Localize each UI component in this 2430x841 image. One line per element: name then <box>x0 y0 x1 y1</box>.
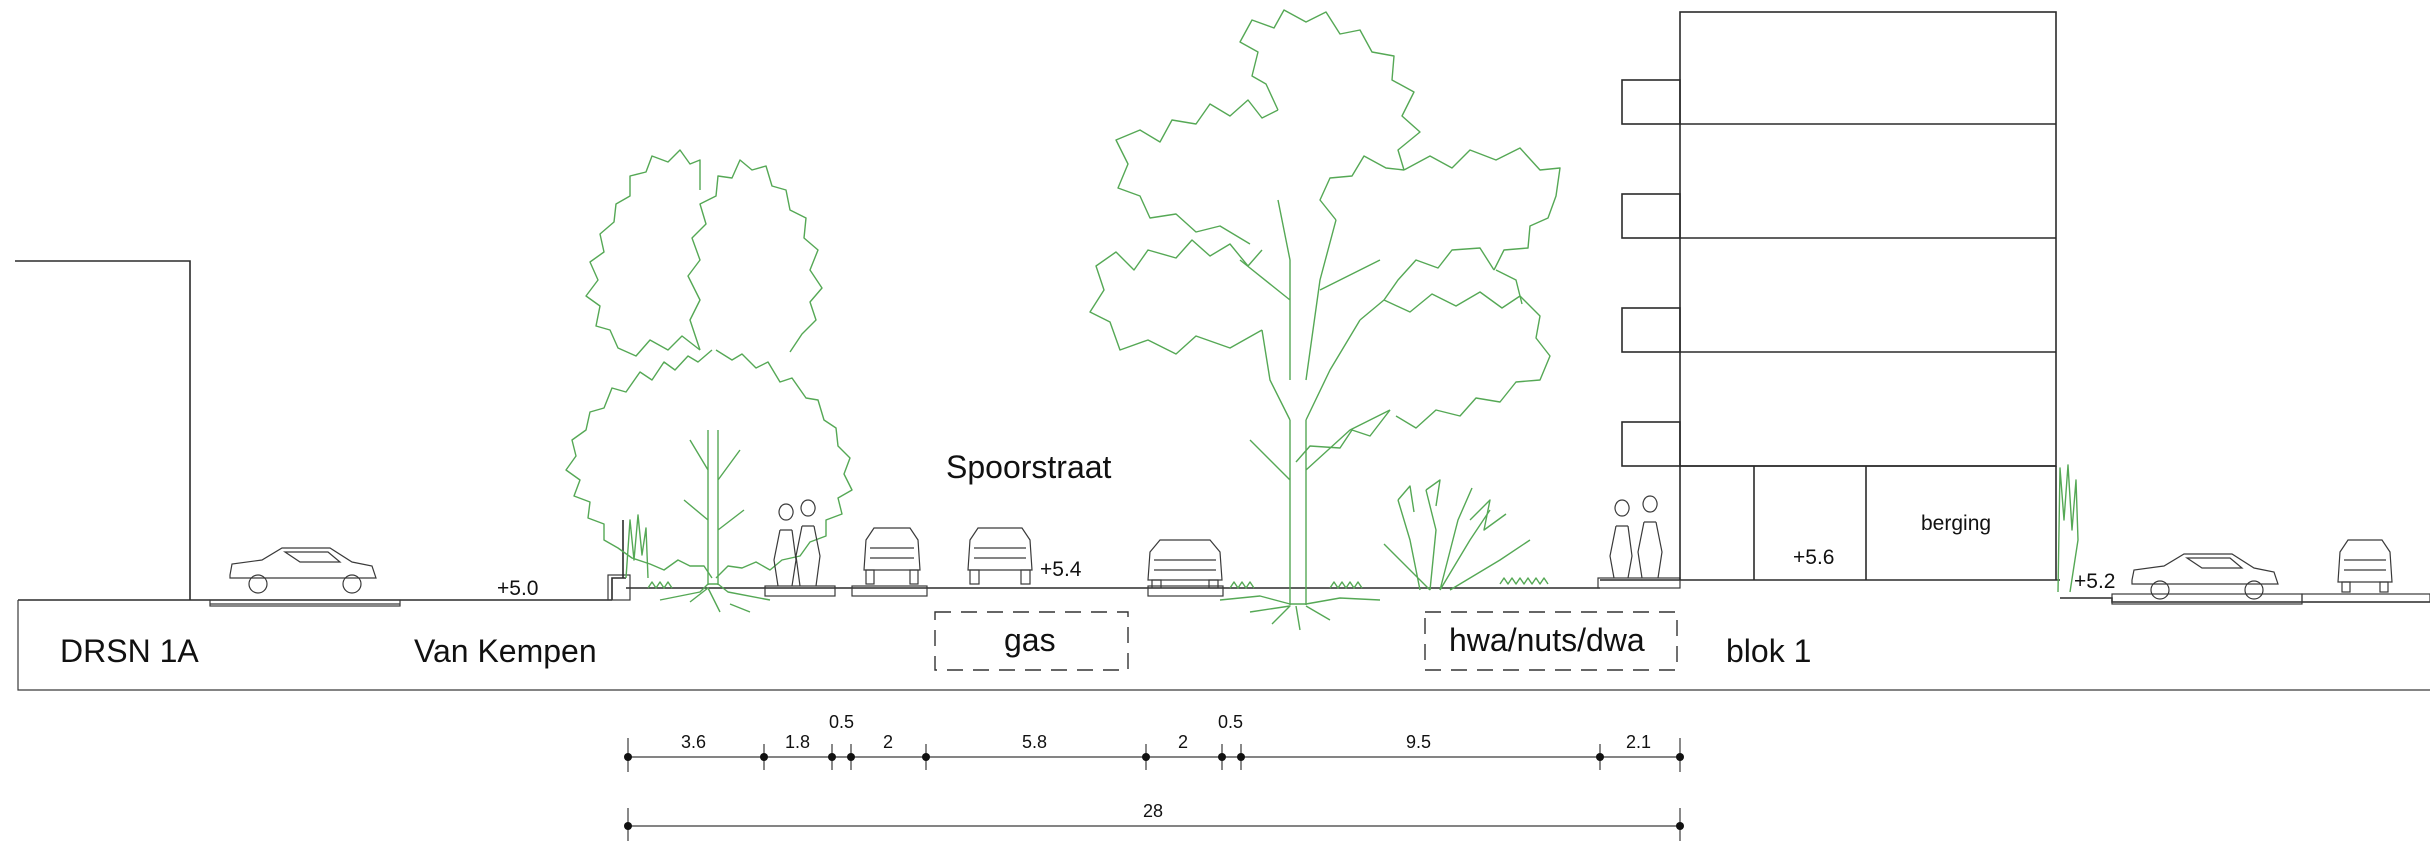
level-right: +5.2 <box>2074 570 2115 593</box>
balcony-1 <box>1621 79 1681 125</box>
gas-label: gas <box>1004 622 1056 658</box>
car-front-3 <box>1147 539 1223 589</box>
left-street-label: Van Kempen <box>414 633 597 669</box>
grass <box>647 577 1549 589</box>
balcony-4 <box>1621 421 1681 467</box>
parking-strip <box>851 585 928 597</box>
dim-segment-5: 5.8 <box>1022 732 1047 752</box>
ground-floor <box>1679 465 2057 580</box>
pedestrians-left <box>773 499 821 587</box>
dim-segment-7: 0.5 <box>1218 712 1243 732</box>
dim-segment-3: 0.5 <box>829 712 854 732</box>
car-right-side <box>2131 553 2279 600</box>
car-front-1 <box>863 527 921 585</box>
level-block: +5.6 <box>1793 546 1834 569</box>
central-tree <box>1089 9 1561 631</box>
street-name: Spoorstraat <box>946 449 1112 485</box>
dim-segment-1: 3.6 <box>681 732 706 752</box>
car-right-front <box>2337 539 2393 593</box>
gas-duct <box>934 611 1129 671</box>
balcony-3 <box>1621 307 1681 353</box>
block-1-facade <box>1679 11 2057 467</box>
dim-segment-8: 9.5 <box>1406 732 1431 752</box>
dim-segment-9: 2.1 <box>1626 732 1651 752</box>
dim-segment-2: 1.8 <box>785 732 810 752</box>
car-left-side <box>229 547 377 594</box>
block-1-building <box>1621 11 2057 580</box>
low-wall <box>607 574 631 601</box>
balcony-2 <box>1621 193 1681 239</box>
left-tree <box>565 149 853 613</box>
shrub <box>1383 479 1531 591</box>
pedestrians-right <box>1609 495 1663 579</box>
dim-segment-6: 2 <box>1178 732 1188 752</box>
level-left: +5.0 <box>497 577 538 600</box>
car-front-2 <box>967 527 1033 585</box>
block-entrance-step <box>1597 577 1681 589</box>
hwa-label: hwa/nuts/dwa <box>1449 622 1645 658</box>
level-street: +5.4 <box>1040 558 1082 581</box>
street-curb-right <box>1147 585 1224 597</box>
left-building-label: DRSN 1A <box>60 633 199 669</box>
dim-total: 28 <box>1143 801 1163 821</box>
storage-label: berging <box>1921 512 1991 535</box>
dimension-chain: 3.6 1.8 0.5 2 5.8 2 0.5 9.5 2.1 28 <box>624 712 1684 841</box>
right-parking-bay-2 <box>2301 593 2430 603</box>
ground <box>17 577 2430 691</box>
left-parking-bay <box>209 599 401 607</box>
right-building-label: blok 1 <box>1726 633 1811 669</box>
left-building-outline <box>15 260 191 600</box>
left-hedge <box>625 514 649 579</box>
right-hedge <box>2057 464 2079 593</box>
dim-segment-4: 2 <box>883 732 893 752</box>
